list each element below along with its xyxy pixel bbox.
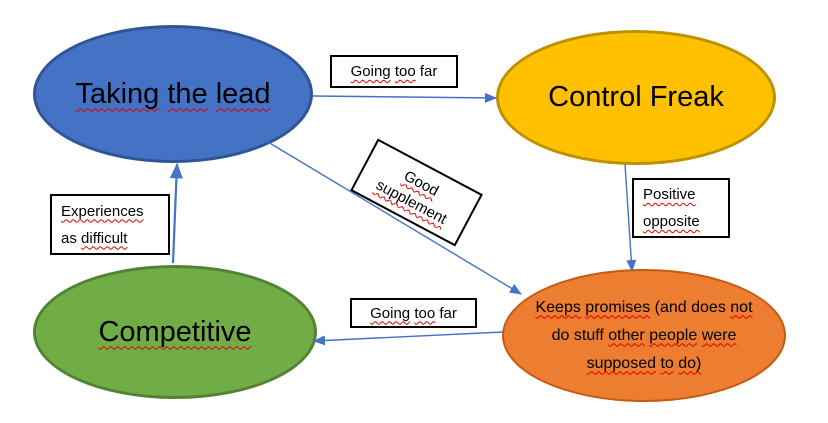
misspelled-word: to [660,354,674,372]
node-taking-the-lead[interactable]: Taking the lead [33,25,313,163]
misspelled-word: Competitive [98,315,252,348]
node-label-keeps-promises: Keeps promises (and does not do stuff oth… [515,294,773,378]
label-text [208,78,216,110]
label-text: far [415,63,438,80]
edge-label-going-too-far-top[interactable]: Going too far [330,55,458,88]
node-competitive[interactable]: Competitive [33,265,317,399]
misspelled-word: Going [370,304,411,322]
misspelled-word: other [608,326,645,344]
edge-label-going-too-far-bottom[interactable]: Going too far [350,298,477,328]
misspelled-word: lead [215,77,271,110]
misspelled-word: Taking [75,77,160,110]
misspelled-word: Keeps [535,298,581,316]
label-text: do stuff [551,326,609,344]
misspelled-word: too [394,63,416,80]
misspelled-word: opposite [643,213,700,230]
edge-label-experiences-as-difficult[interactable]: Experiences as difficult [50,194,170,255]
arrow-competitive-to-taking[interactable] [169,162,183,264]
label-text: far [435,304,457,322]
edge-label-positive-opposite[interactable]: Positive opposite [632,178,730,238]
misspelled-word: promises [585,298,651,316]
label-text: (and does [650,298,731,316]
node-keeps-promises[interactable]: Keeps promises (and does not do stuff oth… [502,269,786,402]
misspelled-word: do) [678,354,702,372]
misspelled-word: people [649,326,698,344]
misspelled-word: Experiences [61,202,144,220]
misspelled-word: Going [350,63,391,80]
arrow-taking-to-keeps[interactable] [267,141,522,295]
node-control-freak[interactable]: Control Freak [496,30,776,165]
misspelled-word: supposed [586,354,656,372]
misspelled-word: the [167,77,208,110]
label-text: Control Freak [548,81,724,113]
arrow-keeps-to-competitive[interactable] [313,331,504,346]
arrow-taking-to-control[interactable] [312,92,497,103]
misspelled-word: too [414,304,436,322]
node-label-competitive: Competitive [47,316,303,349]
node-label-taking-the-lead: Taking the lead [47,78,299,111]
misspelled-word: were [701,326,737,344]
label-text: as [61,229,82,247]
arrow-control-to-keeps[interactable] [624,163,637,272]
misspelled-word: difficult [81,229,128,247]
misspelled-word: not [730,298,753,316]
node-label-control-freak: Control Freak [510,81,762,114]
misspelled-word: Positive [643,186,696,203]
